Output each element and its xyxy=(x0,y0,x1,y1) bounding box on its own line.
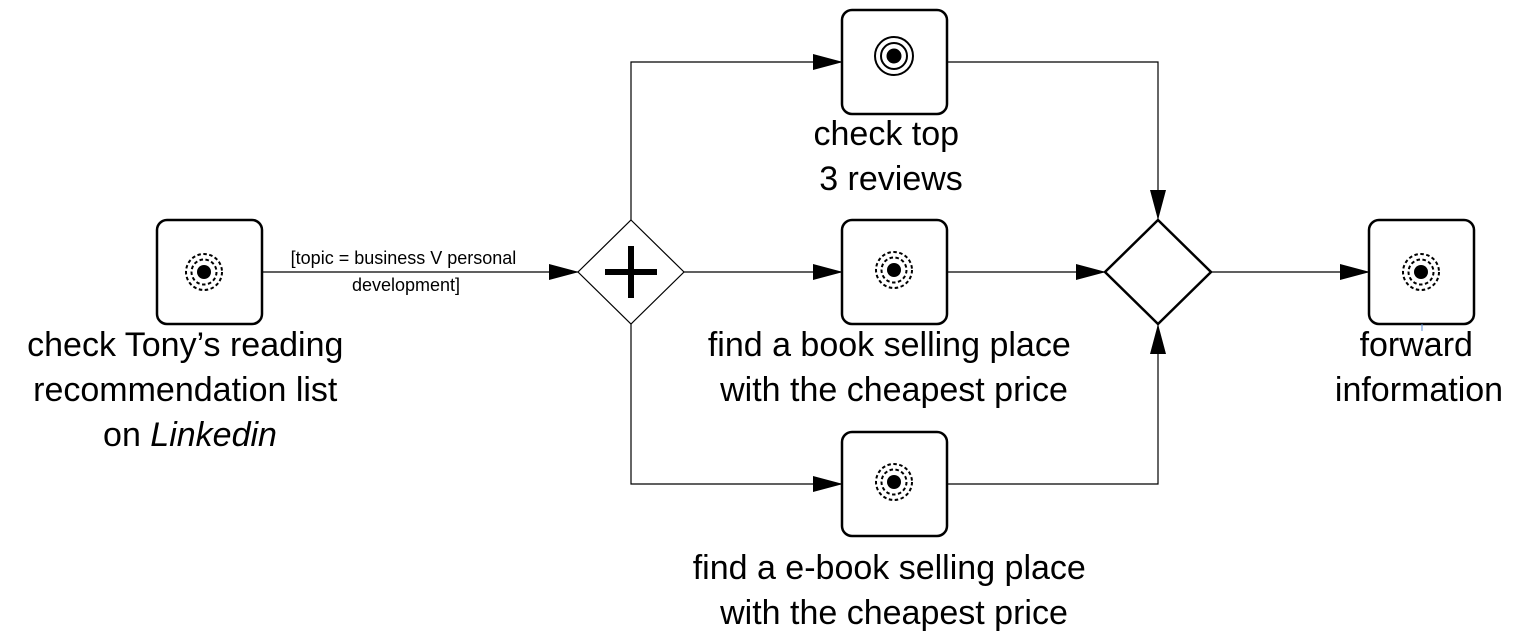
condition-line-2: development] xyxy=(352,275,460,295)
task-label-line-2: with the cheapest price xyxy=(719,594,1068,631)
flow-split-to-check-reviews[interactable] xyxy=(630,54,843,220)
task-label-line-2: recommendation list xyxy=(33,371,338,409)
task-label-line-1: check top xyxy=(814,115,960,153)
task-label-line-1: check Tony’s reading xyxy=(27,326,343,364)
task-label-line-2: with the cheapest price xyxy=(719,371,1068,409)
task-check-reading-list[interactable] xyxy=(155,218,264,326)
task-forward-information[interactable] xyxy=(1367,218,1476,326)
exclusive-gateway[interactable] xyxy=(1103,218,1213,326)
task-label-line-3-prefix: on xyxy=(103,416,150,454)
condition-label: [topic = business V personal development… xyxy=(291,248,522,295)
flow-find-ebook-to-join[interactable] xyxy=(947,324,1166,485)
concentric-solid-circle-icon xyxy=(874,36,914,76)
task-find-book[interactable] xyxy=(840,218,949,326)
task-label-line-1: find a e-book selling place xyxy=(693,549,1086,587)
condition-line-1: [topic = business V personal xyxy=(291,248,517,268)
task-check-reviews[interactable] xyxy=(840,8,949,116)
task-find-ebook[interactable] xyxy=(840,430,949,538)
task-forward-information-label: forward information xyxy=(1335,326,1503,409)
sequence-flows xyxy=(262,54,1370,492)
task-find-ebook-label: find a e-book selling place with the che… xyxy=(693,549,1096,631)
task-find-book-label: find a book selling place with the cheap… xyxy=(708,326,1080,409)
task-label-line-2: 3 reviews xyxy=(819,160,963,198)
task-check-reviews-label: check top 3 reviews xyxy=(814,115,969,198)
task-check-reading-list-label: check Tony’s reading recommendation list… xyxy=(27,326,353,454)
task-label-line-2: information xyxy=(1335,371,1503,409)
parallel-gateway[interactable] xyxy=(577,219,685,325)
flow-split-to-find-ebook[interactable] xyxy=(630,324,843,492)
task-label-line-3: on Linkedin xyxy=(103,416,277,454)
task-label-line-1: forward xyxy=(1360,326,1473,364)
task-label-line-3-italic: Linkedin xyxy=(150,416,277,454)
flow-check-reviews-to-join[interactable] xyxy=(947,61,1166,220)
task-label-line-1: find a book selling place xyxy=(708,326,1071,364)
